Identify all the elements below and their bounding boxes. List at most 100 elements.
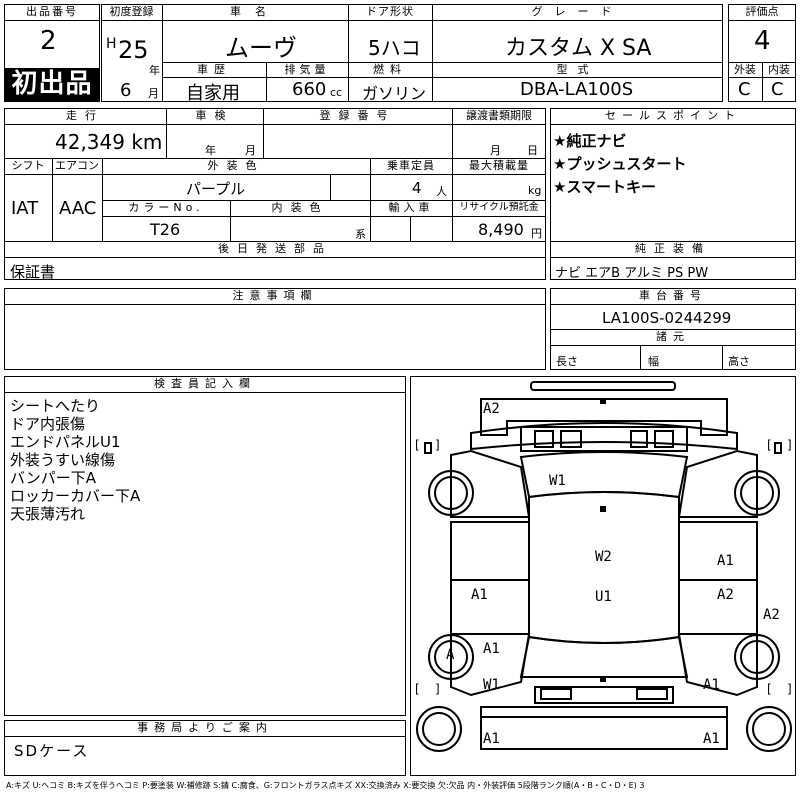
door-label: ドア形状	[366, 5, 414, 18]
dims-label: 諸元	[656, 330, 690, 343]
damage-mark: A2	[483, 401, 500, 417]
width-label: 幅	[648, 355, 659, 368]
genuine-label: 純正装備	[635, 242, 711, 255]
inspector-note: ロッカーカバー下A	[10, 487, 141, 505]
inspector-note: バンパー下A	[10, 469, 97, 487]
fuel-label: 燃料	[373, 63, 407, 76]
lot-no: 2	[40, 26, 57, 56]
inspector-note: シートへたり	[10, 397, 101, 415]
ac-label: エアコン	[55, 159, 99, 172]
notes-label: 注意事項欄	[232, 289, 318, 302]
damage-mark: W2	[595, 549, 612, 565]
sales-point: ★純正ナビ	[553, 132, 627, 150]
color-label: 外装色	[207, 159, 265, 172]
interior-label: 内装	[768, 63, 790, 76]
car-name-label: 車名	[230, 5, 280, 18]
color-no-label: カラーNo.	[128, 201, 204, 214]
lot-no-label: 出品番号	[26, 5, 78, 18]
load-label: 最大積載量	[469, 159, 529, 172]
shift: IAT	[11, 198, 39, 219]
score: 4	[754, 26, 771, 56]
inspector-note: エンドパネルU1	[10, 433, 121, 451]
damage-mark: A1	[483, 731, 500, 747]
damage-mark: W1	[549, 473, 566, 489]
damage-mark: U1	[595, 589, 612, 605]
displacement: 660	[292, 79, 327, 100]
sales-box	[550, 108, 796, 280]
inspection-label: 車検	[195, 109, 234, 122]
svg-text:]: ]	[435, 438, 440, 452]
recycle: 8,490	[478, 220, 524, 239]
reg-year-unit: 年	[149, 64, 160, 77]
reg-era: H	[106, 36, 117, 52]
mileage-label: 走行	[66, 109, 104, 122]
damage-mark: W1	[483, 677, 500, 693]
color-no: T26	[150, 220, 181, 239]
grade: カスタム X SA	[505, 36, 652, 61]
displacement-unit: cc	[330, 86, 343, 99]
legend: A:キズ U:ヘコミ B:キズを伴うヘコミ P:要塗装 W:補修跡 S:錆 C:…	[6, 781, 645, 790]
sales-point: ★プッシュスタート	[553, 155, 687, 173]
genuine-equipment: ナビ エアB アルミ PS PW	[555, 266, 709, 281]
damage-mark: A1	[483, 641, 500, 657]
chassis-number: LA100S-0244299	[602, 309, 732, 327]
reg-month: 6	[120, 80, 132, 101]
reg-year: 25	[118, 36, 149, 64]
inspection-year-unit: 年	[205, 144, 216, 157]
displacement-label: 排気量	[284, 63, 330, 76]
recycle-unit: 円	[531, 227, 542, 240]
damage-mark: A	[446, 647, 455, 663]
door: 5ハコ	[368, 36, 421, 60]
inspector-label: 検査員記入欄	[154, 377, 256, 390]
int-color-label: 内装色	[271, 201, 329, 214]
color: パープル	[186, 180, 246, 198]
history: 自家用	[186, 83, 240, 104]
damage-mark: A2	[717, 587, 734, 603]
sales-label: セールスポイント	[605, 109, 741, 122]
transfer-day-unit: 日	[527, 144, 538, 157]
svg-text:[: [	[767, 438, 772, 452]
transfer-month-unit: 月	[490, 144, 501, 157]
seats: 4	[412, 179, 422, 197]
svg-text:[: [	[415, 682, 420, 696]
transfer-label: 譲渡書類期限	[466, 109, 532, 122]
office-text: SDケース	[14, 742, 90, 760]
recycle-label: リサイクル預託金	[459, 202, 539, 213]
sales-point: ★スマートキー	[553, 178, 656, 196]
svg-text:[: [	[767, 682, 772, 696]
damage-mark: A1	[703, 731, 720, 747]
damage-mark: A1	[471, 587, 488, 603]
later: 保証書	[10, 263, 56, 281]
inspection-month-unit: 月	[245, 144, 256, 157]
fuel: ガソリン	[362, 84, 427, 103]
office-box	[4, 720, 406, 776]
damage-mark: A1	[703, 677, 720, 693]
reg-label: 初度登録	[109, 5, 154, 18]
mileage: 42,349 km	[55, 130, 163, 154]
length-label: 長さ	[556, 355, 578, 368]
inspector-note: 外装うすい線傷	[10, 451, 116, 469]
notes-box	[4, 288, 546, 370]
damage-mark: A1	[717, 553, 734, 569]
car-outline: [ ] [ ] [ ] [ ]	[415, 381, 792, 752]
load-unit: kg	[528, 184, 542, 197]
height-label: 高さ	[728, 355, 750, 368]
model: DBA-LA100S	[520, 79, 634, 100]
seats-label: 乗車定員	[387, 159, 435, 172]
chassis-label: 車台番号	[639, 289, 707, 302]
import-label: 輸入車	[388, 201, 434, 214]
exterior: C	[738, 79, 751, 100]
inspector-box	[4, 376, 406, 716]
svg-text:]: ]	[787, 438, 792, 452]
svg-text:[: [	[415, 438, 420, 452]
seats-unit: 人	[436, 185, 447, 198]
history-label: 車歴	[197, 63, 231, 76]
interior: C	[771, 79, 784, 100]
grade-label: グレード	[531, 5, 624, 18]
reg-month-unit: 月	[148, 87, 159, 100]
details-box	[4, 108, 546, 280]
first-listing-badge: 初出品	[5, 68, 99, 101]
shift-label: シフト	[11, 159, 45, 172]
svg-text:]: ]	[435, 682, 440, 696]
office-label: 事務局よりご案内	[137, 721, 273, 734]
